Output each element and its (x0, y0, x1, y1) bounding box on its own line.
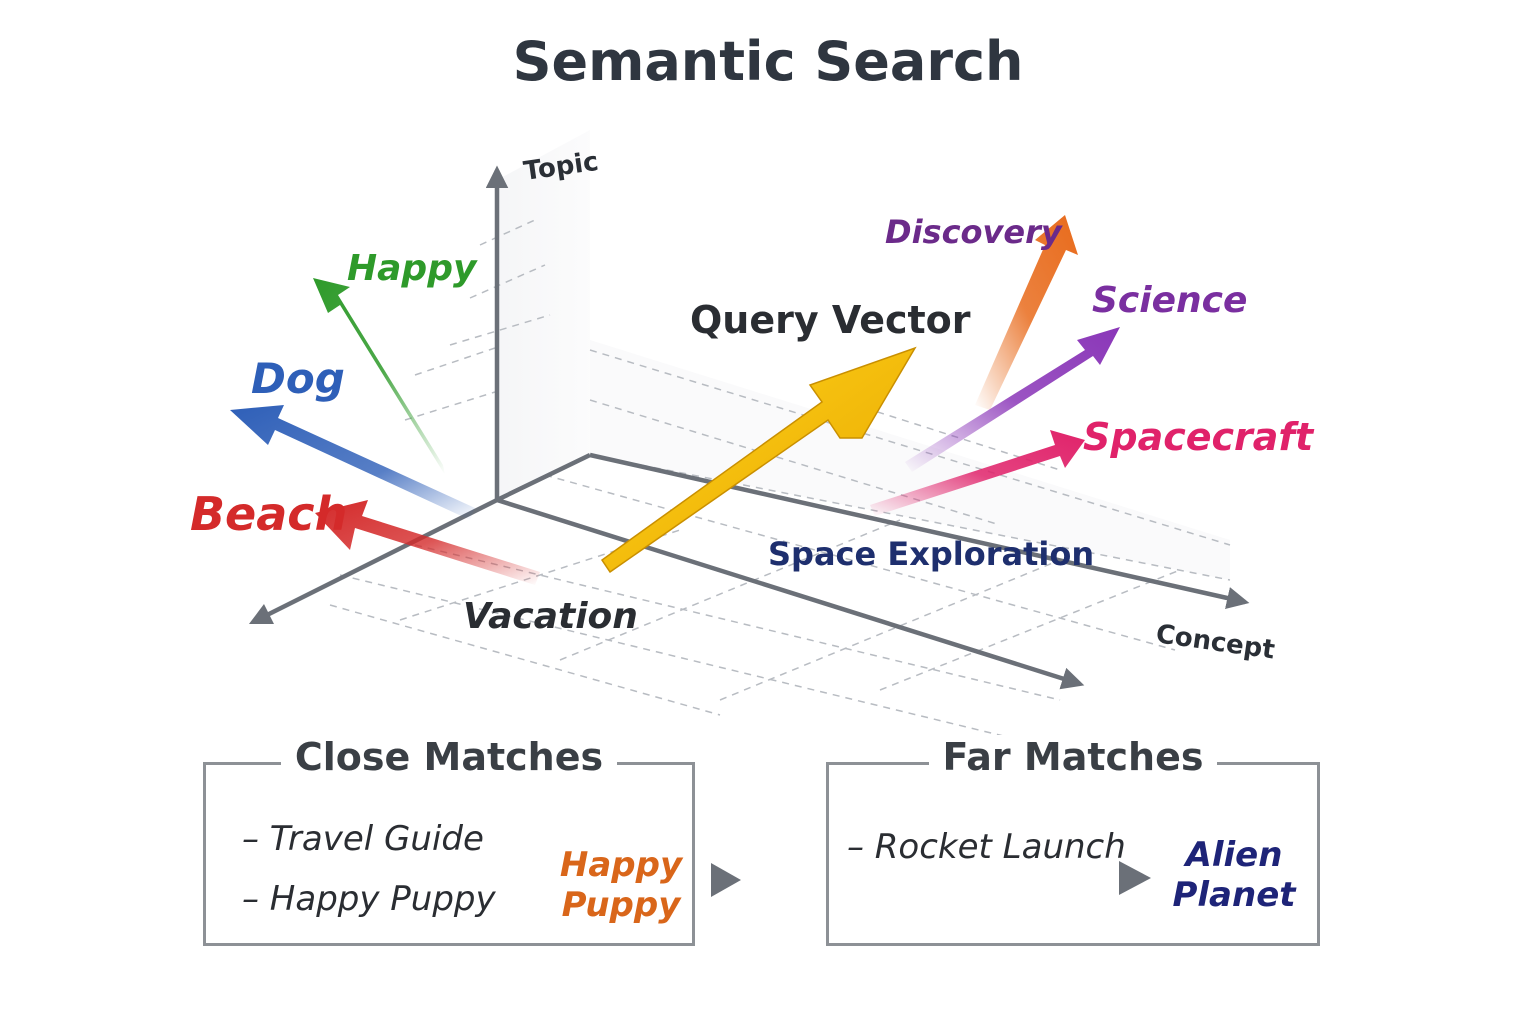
far-match-item: – Rocket Launch (847, 827, 1126, 867)
axis-label-concept: Concept (1154, 619, 1277, 665)
happy-vector-arrow (313, 278, 445, 475)
happy-label: Happy (347, 248, 478, 289)
far-result-line1: Alien (1185, 835, 1283, 875)
far-result-line2: Planet (1172, 875, 1296, 915)
close-result-line2: Puppy (561, 885, 681, 925)
page-title: Semantic Search (512, 30, 1024, 93)
back-wall (497, 130, 590, 500)
vacation-label: Vacation (463, 596, 638, 637)
close-match-item: – Happy Puppy (242, 879, 496, 919)
query-vector-arrow (600, 346, 917, 574)
close-result-line1: Happy (559, 845, 683, 885)
beach-label: Beach (190, 487, 347, 541)
far-match-result: Alien Planet (1159, 835, 1309, 915)
query-vector-label: Query Vector (690, 298, 971, 342)
space-exploration-label: Space Exploration (768, 535, 1094, 573)
close-matches-box: Close Matches – Travel Guide – Happy Pup… (203, 735, 741, 946)
spacecraft-label: Spacecraft (1083, 415, 1315, 459)
far-match-arrow (969, 861, 1151, 895)
discovery-vector-arrow (975, 215, 1078, 410)
discovery-label: Discovery (885, 213, 1063, 251)
beach-vector-arrow (315, 500, 540, 585)
close-match-result: Happy Puppy (546, 845, 696, 925)
dog-label: Dog (251, 354, 345, 403)
science-vector-arrow (905, 327, 1120, 472)
close-match-item: – Travel Guide (242, 819, 484, 859)
close-match-arrow (576, 863, 741, 897)
dog-vector-arrow (230, 405, 475, 520)
science-label: Science (1092, 280, 1247, 321)
spacecraft-vector-arrow (870, 430, 1085, 516)
far-matches-box: Far Matches – Rocket Launch Alien Planet (826, 735, 1320, 946)
axes (248, 165, 1250, 690)
